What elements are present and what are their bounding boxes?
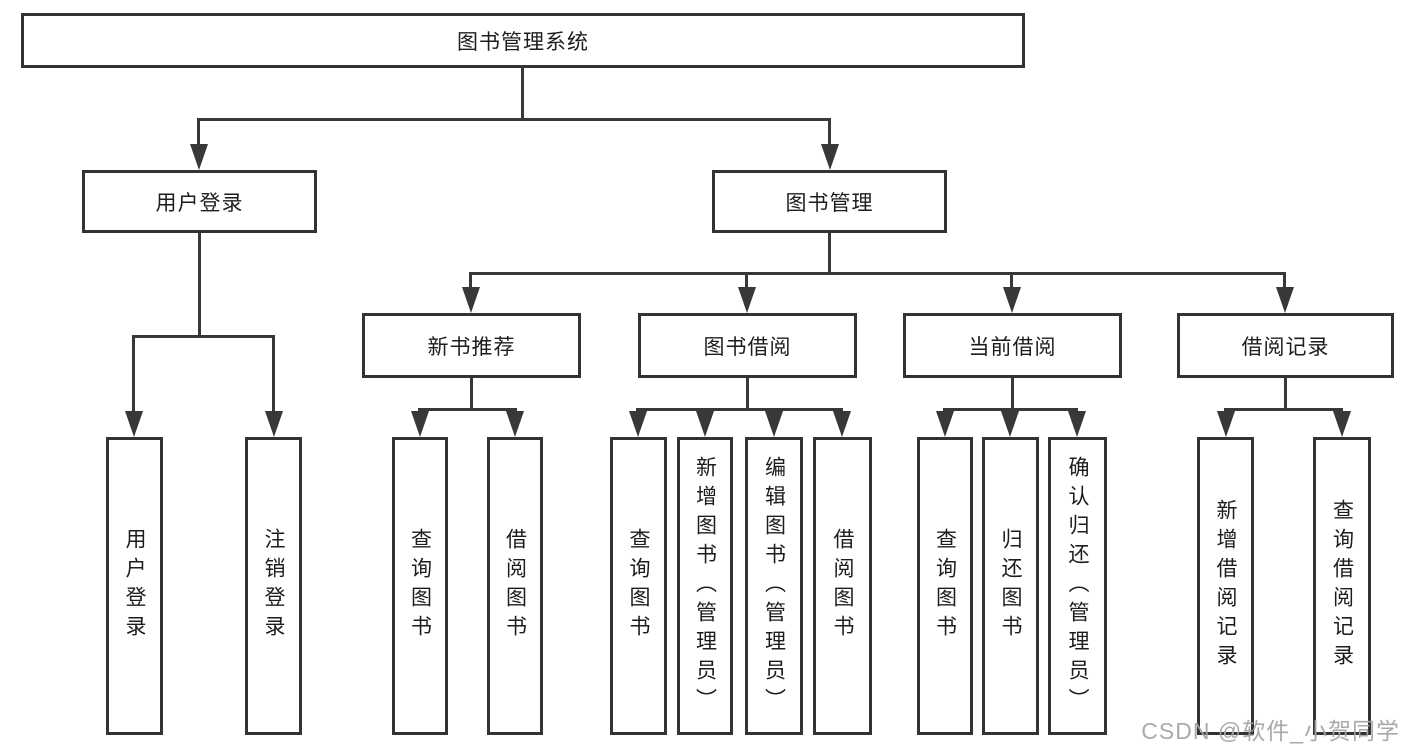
connector-line xyxy=(1283,272,1286,290)
arrowhead-down xyxy=(1001,411,1019,437)
arrowhead-down xyxy=(936,411,954,437)
connector-line xyxy=(1284,378,1287,408)
node-label: 查询图书 xyxy=(933,528,957,644)
node-label: 查询借阅记录 xyxy=(1330,499,1354,673)
arrowhead-down xyxy=(821,144,839,170)
node-label: 图书管理系统 xyxy=(457,30,589,54)
arrowhead-down xyxy=(265,411,283,437)
arrowhead-down xyxy=(1276,287,1294,313)
leaf-add-borrow-record: 新增借阅记录 xyxy=(1197,437,1254,735)
node-book-management: 图书管理 xyxy=(712,170,947,233)
arrowhead-down xyxy=(1068,411,1086,437)
node-label: 确认归还（管理员） xyxy=(1066,455,1089,717)
node-label: 借阅图书 xyxy=(831,528,854,644)
arrowhead-down xyxy=(833,411,851,437)
leaf-query-borrow-record: 查询借阅记录 xyxy=(1313,437,1371,735)
leaf-user-login: 用户登录 xyxy=(106,437,163,735)
connector-line xyxy=(469,272,472,290)
arrowhead-down xyxy=(1333,411,1351,437)
connector-line xyxy=(197,118,200,148)
connector-line xyxy=(745,272,748,290)
leaf-edit-books-admin: 编辑图书（管理员） xyxy=(745,437,803,735)
leaf-logout: 注销登录 xyxy=(245,437,302,735)
leaf-return-books: 归还图书 xyxy=(982,437,1039,735)
watermark-text: CSDN @软件_小贺同学 xyxy=(1141,718,1400,744)
connector-line xyxy=(198,233,201,335)
connector-line xyxy=(1224,408,1343,411)
node-label: 当前借阅 xyxy=(968,335,1057,359)
node-book-borrowing: 图书借阅 xyxy=(638,313,857,378)
leaf-borrow-books-recommend: 借阅图书 xyxy=(487,437,543,735)
connector-line xyxy=(828,118,831,148)
connector-line xyxy=(1010,272,1013,290)
leaf-add-books-admin: 新增图书（管理员） xyxy=(677,437,733,735)
leaf-borrow-books: 借阅图书 xyxy=(813,437,872,735)
node-user-login-group: 用户登录 xyxy=(82,170,317,233)
node-label: 注销登录 xyxy=(262,528,285,644)
arrowhead-down xyxy=(1003,287,1021,313)
node-label: 用户登录 xyxy=(123,528,146,644)
arrowhead-down xyxy=(506,411,524,437)
arrowhead-down xyxy=(190,144,208,170)
node-label: 归还图书 xyxy=(999,528,1022,644)
node-borrowing-records: 借阅记录 xyxy=(1177,313,1394,378)
connector-line xyxy=(746,378,749,408)
node-label: 新增图书（管理员） xyxy=(693,455,717,717)
leaf-query-books-borrowing: 查询图书 xyxy=(610,437,667,735)
node-label: 借阅图书 xyxy=(503,528,527,644)
node-label: 图书管理 xyxy=(785,191,874,215)
connector-line xyxy=(197,118,831,121)
node-library-management-system: 图书管理系统 xyxy=(21,13,1025,68)
connector-line xyxy=(521,68,524,118)
node-label: 新书推荐 xyxy=(427,335,516,359)
arrowhead-down xyxy=(629,411,647,437)
node-label: 借阅记录 xyxy=(1241,335,1330,359)
node-label: 查询图书 xyxy=(627,528,650,644)
node-label: 编辑图书（管理员） xyxy=(762,455,786,717)
leaf-confirm-return-admin: 确认归还（管理员） xyxy=(1048,437,1107,735)
connector-line xyxy=(1011,378,1014,408)
leaf-query-books-current: 查询图书 xyxy=(917,437,973,735)
node-label: 图书借阅 xyxy=(703,335,792,359)
node-label: 查询图书 xyxy=(408,528,432,644)
arrowhead-down xyxy=(765,411,783,437)
connector-line xyxy=(132,335,275,338)
connector-line xyxy=(828,233,831,272)
connector-line xyxy=(469,272,1286,275)
leaf-query-books-recommend: 查询图书 xyxy=(392,437,448,735)
connector-line xyxy=(636,408,843,411)
arrowhead-down xyxy=(411,411,429,437)
node-new-book-recommend: 新书推荐 xyxy=(362,313,581,378)
connector-line xyxy=(132,335,135,413)
connector-line xyxy=(272,335,275,413)
connector-line xyxy=(470,378,473,408)
connector-line xyxy=(418,408,517,411)
node-label: 用户登录 xyxy=(155,191,244,215)
node-current-borrowing: 当前借阅 xyxy=(903,313,1122,378)
arrowhead-down xyxy=(462,287,480,313)
arrowhead-down xyxy=(125,411,143,437)
node-label: 新增借阅记录 xyxy=(1214,499,1237,673)
arrowhead-down xyxy=(696,411,714,437)
arrowhead-down xyxy=(738,287,756,313)
arrowhead-down xyxy=(1217,411,1235,437)
